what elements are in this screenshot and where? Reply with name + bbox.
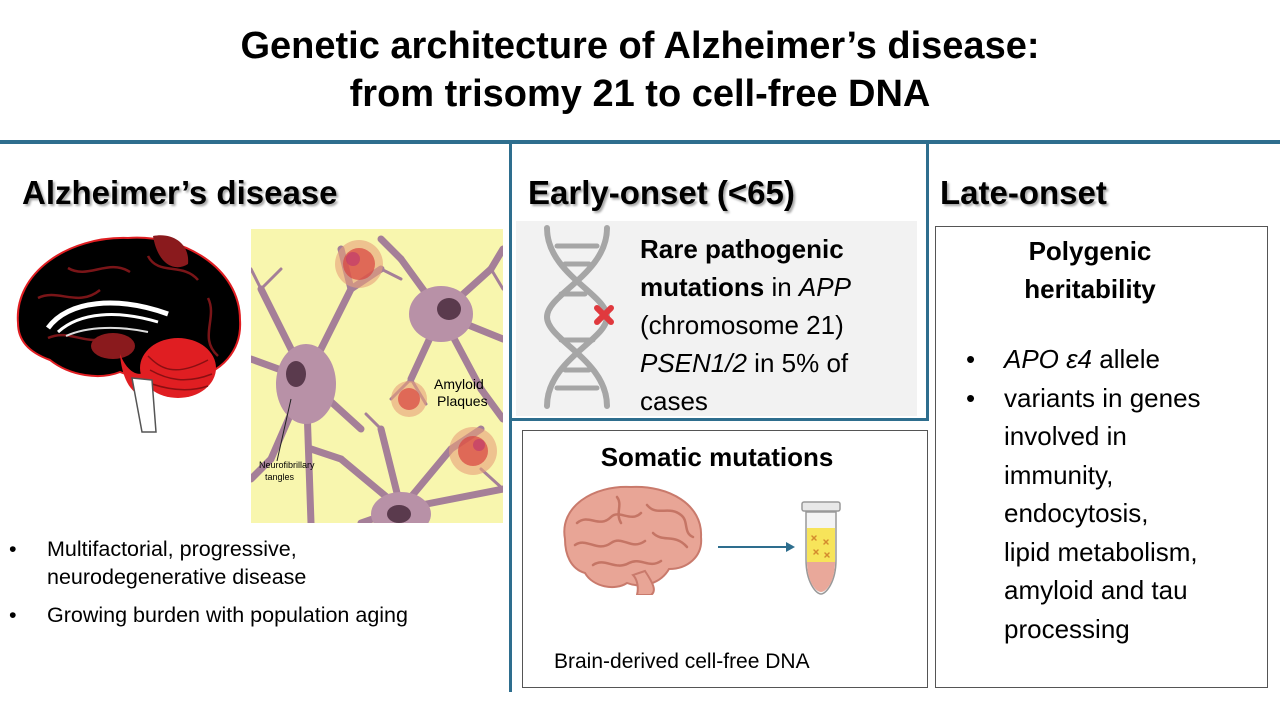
early-onset-bottom-border — [512, 418, 929, 421]
late-onset-heading: Late-onset — [940, 174, 1107, 211]
title-divider — [0, 140, 1280, 144]
in-text: in — [764, 272, 799, 302]
tube-icon — [801, 501, 841, 595]
slide-title: Genetic architecture of Alzheimer’s dise… — [0, 22, 1280, 118]
psen-gene-text: PSEN1/2 — [640, 348, 747, 378]
cases-text: cases — [640, 386, 708, 416]
early-onset-heading: Early-onset (<65) — [528, 174, 795, 211]
middle-column-divider — [926, 144, 929, 421]
brain-icon — [563, 485, 703, 595]
alzheimers-heading: Alzheimer’s disease — [22, 174, 338, 211]
cell-free-dna-caption: Brain-derived cell-free DNA — [554, 650, 810, 673]
mutations-text: mutations — [640, 272, 765, 302]
mutation-mark-icon — [594, 305, 614, 325]
app-gene-text: APP — [798, 272, 851, 302]
amyloid-plaque-bottom — [449, 427, 497, 475]
amyloid-plaque-top — [335, 240, 383, 288]
bullet-multifactorial: Multifactorial, progressive, neurodegene… — [9, 535, 408, 591]
percent-text: in 5% of — [746, 348, 849, 378]
dna-helix-icon — [543, 225, 614, 409]
rare-mutations-text: Rare pathogenic mutations in APP (chromo… — [640, 230, 851, 420]
left-column-divider — [509, 144, 512, 692]
bullet-variants: variants in genes involved in immunity, … — [966, 379, 1200, 649]
chromosome-text: (chromosome 21) — [640, 310, 844, 340]
polygenic-title: Polygenic heritability — [1024, 236, 1156, 304]
alzheimers-bullet-list: Multifactorial, progressive, neurodegene… — [9, 535, 408, 629]
amyloid-label-line-1: Amyloid — [434, 376, 484, 392]
rare-mutations-panel — [516, 221, 917, 416]
late-onset-bullet-list: APO ε4 allele variants in genes involved… — [966, 340, 1201, 649]
title-line-2: from trisomy 21 to cell-free DNA — [349, 73, 931, 115]
bullet-growing-burden: Growing burden with population aging — [9, 601, 408, 629]
bullet-apoe4: APO ε4 allele — [966, 340, 1201, 379]
amyloid-plaque-middle — [391, 381, 427, 417]
tangles-label-line-2: tangles — [265, 472, 295, 482]
neurons-illustration: Amyloid Plaques Neurofibrillary tangles — [251, 229, 503, 523]
tangles-label-line-1: Neurofibrillary — [259, 460, 315, 470]
title-line-1: Genetic architecture of Alzheimer’s dise… — [240, 25, 1040, 67]
arrow-icon — [718, 542, 795, 552]
amyloid-label-line-2: Plaques — [437, 393, 488, 409]
somatic-mutations-title: Somatic mutations — [600, 442, 834, 472]
rare-pathogenic-text: Rare pathogenic — [640, 234, 844, 264]
brain-sagittal-illustration — [16, 235, 242, 433]
